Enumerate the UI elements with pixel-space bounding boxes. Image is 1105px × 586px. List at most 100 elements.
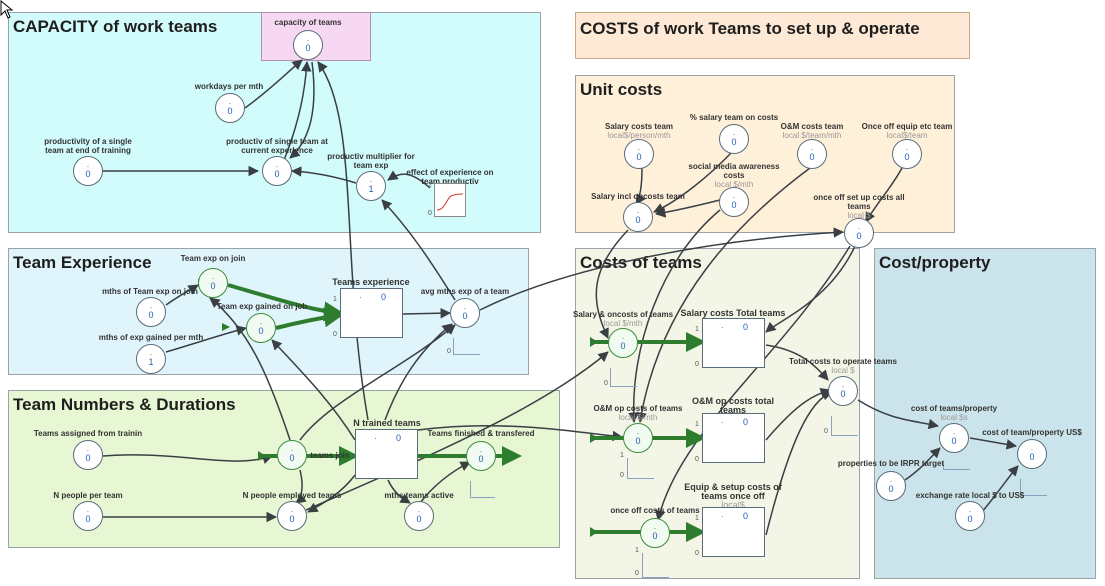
aux-teams-assigned[interactable]: ·0 xyxy=(73,440,103,470)
aux-mths-team-exp-on-join[interactable]: ·0 xyxy=(136,297,166,327)
aux-properties-irpr[interactable]: ·0 xyxy=(876,471,906,501)
stock-salary-ymin: 0 xyxy=(695,361,699,368)
sparkline-onceoff-ymax: 1 xyxy=(635,547,639,554)
aux-cost-team-property-usd[interactable]: ·0 xyxy=(1017,439,1047,469)
flow-team-exp-gained-on-job[interactable]: ·0 xyxy=(246,313,276,343)
link-capacity-productiv xyxy=(289,61,315,159)
aux-once-off-setup-all[interactable]: ·0 xyxy=(844,218,874,248)
link-social-omop xyxy=(628,209,721,424)
aux-mths-teams-active[interactable]: ·0 xyxy=(404,501,434,531)
sparkline-teams-finished xyxy=(470,481,495,498)
aux-once-off-equip[interactable]: ·0 xyxy=(892,139,922,169)
link-incl-salary xyxy=(595,229,629,339)
sector-title-team-experience: Team Experience xyxy=(13,253,152,272)
aux-exchange-rate[interactable]: ·0 xyxy=(955,501,985,531)
label-workdays-per-mth: workdays per mth xyxy=(194,82,264,91)
flow-teams-join[interactable]: ·0 xyxy=(277,440,307,470)
stock-equip-setup-costs[interactable]: ·0 xyxy=(702,507,765,557)
stock-om-ymax: 1 xyxy=(695,421,699,428)
flow-om-op-costs-teams[interactable]: ·0 xyxy=(623,423,653,453)
aux-salary-incl-oncosts[interactable]: ·0 xyxy=(623,202,653,232)
label-capacity-of-teams: capacity of teams xyxy=(274,18,342,27)
flow-team-exp-on-join[interactable]: ·0 xyxy=(198,268,228,298)
link-ntrained-employed xyxy=(307,474,356,513)
sparkline-once-off xyxy=(642,553,669,578)
link-social-incl xyxy=(654,199,721,218)
link-ntrained-avg xyxy=(384,323,453,421)
label-cost-team-property-usd: cost of team/property US$ xyxy=(982,428,1082,437)
aux-salary-costs-team[interactable]: ·0 xyxy=(624,139,654,169)
label-once-off-costs-teams: once off costs of teams xyxy=(610,506,700,515)
link-ntrained-om xyxy=(417,425,624,442)
sparkline-om-op xyxy=(627,458,654,479)
graph-effect-of-experience[interactable] xyxy=(434,183,466,217)
sparkline-om-ymax: 1 xyxy=(620,452,624,459)
stock-n-trained-teams[interactable]: ·0 xyxy=(355,429,418,479)
sector-cost-property: Cost/property xyxy=(874,248,1096,579)
link-assigned-teamsjoin xyxy=(102,453,273,464)
label-team-exp-on-join: Team exp on join xyxy=(180,254,246,263)
link-ntrained-capacity xyxy=(317,61,369,421)
flow-once-off-costs-teams[interactable]: ·0 xyxy=(640,518,670,548)
aux-n-people-employed[interactable]: ·0 xyxy=(277,501,307,531)
aux-workdays-per-mth[interactable]: ·0 xyxy=(215,93,245,123)
stock-om-op-costs-total[interactable]: ·0 xyxy=(702,413,765,463)
sparkline-avg-mths-exp xyxy=(453,338,480,355)
link-mths-teamexpjoin xyxy=(165,284,199,306)
costs-title-box: COSTS of work Teams to set up & operate xyxy=(575,12,970,59)
sparkline-cost-usd xyxy=(1020,479,1047,496)
link-stock-avg xyxy=(402,307,452,319)
label-mths-teams-active: mths teams active xyxy=(384,491,454,500)
mouse-pointer-icon xyxy=(0,0,14,19)
label-team-exp-gained-on-job: Team exp gained on job xyxy=(216,302,308,311)
sector-title-costs: COSTS of work Teams to set up & operate xyxy=(580,19,920,38)
link-effect-multiplier xyxy=(387,170,431,189)
aux-social-media[interactable]: ·0 xyxy=(719,187,749,217)
stock-teams-exp-ymax: 1 xyxy=(333,296,337,303)
link-exchange-usd xyxy=(981,465,1019,513)
link-ntrained-gained xyxy=(271,339,356,441)
source-cap-gained xyxy=(222,323,230,331)
link-ntrained-mths xyxy=(387,479,411,504)
link-workdays-capacity xyxy=(244,59,303,109)
stock-teams-experience[interactable]: ·0 xyxy=(340,288,403,338)
label-n-people-per-team: N people per team xyxy=(53,491,123,500)
sector-title-unit-costs: Unit costs xyxy=(580,80,663,99)
source-cap-teamsjoin xyxy=(258,451,266,461)
link-multiplier-productiv xyxy=(290,166,357,184)
link-avg-multiplier xyxy=(381,199,456,301)
aux-productivity-single-team[interactable]: ·0 xyxy=(73,156,103,186)
sparkline-salary-ymin: 0 xyxy=(604,380,608,387)
aux-pct-salary-team[interactable]: ·0 xyxy=(719,124,749,154)
flow-salary-oncosts-teams[interactable]: ·0 xyxy=(608,328,638,358)
label-productiv-single-current: productiv of single team at current expe… xyxy=(226,137,328,155)
link-teamsjoin-teamexp xyxy=(209,297,291,441)
aux-avg-mths-exp[interactable]: ·0 xyxy=(450,298,480,328)
aux-n-people-per-team[interactable]: ·0 xyxy=(73,501,103,531)
aux-om-costs-team[interactable]: ·0 xyxy=(797,139,827,169)
aux-productiv-single-current[interactable]: ·0 xyxy=(262,156,292,186)
label-n-people-employed: N people employed teams xyxy=(242,491,342,500)
sector-title-capacity: CAPACITY of work teams xyxy=(13,17,218,36)
link-mths-gained xyxy=(165,325,248,353)
stock-salary-costs-total[interactable]: ·0 xyxy=(702,318,765,368)
label-teams-assigned: Teams assigned from trainin xyxy=(33,429,143,438)
pipe-teamexp-gained xyxy=(275,307,344,330)
aux-total-costs-operate[interactable]: ·0 xyxy=(828,376,858,406)
label-om-op-costs-total: O&M op costs total teams xyxy=(691,396,774,415)
aux-productiv-multiplier[interactable]: ·1 xyxy=(356,171,386,201)
label-teams-experience: Teams experience xyxy=(332,277,410,287)
aux-capacity-of-teams[interactable]: ·0 xyxy=(293,30,323,60)
label-productiv-multiplier: productiv multiplier for team exp xyxy=(327,152,415,170)
link-salarytotal-totalcosts xyxy=(765,344,829,381)
aux-mths-exp-gained-per-mth[interactable]: ·1 xyxy=(136,344,166,374)
aux-cost-teams-property[interactable]: ·0 xyxy=(939,423,969,453)
link-mths-finished xyxy=(419,461,471,504)
flow-teams-finished[interactable]: ·0 xyxy=(466,441,496,471)
